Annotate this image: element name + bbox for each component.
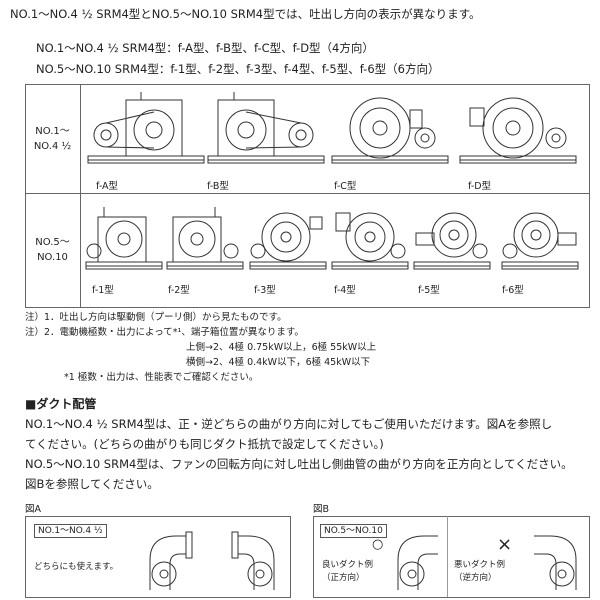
good-mark-icon: ○ <box>372 537 384 552</box>
type-label-fB: f-B型 <box>207 181 229 192</box>
row2-label-line2: NO.10 <box>37 252 68 263</box>
type-label-fC: f-C型 <box>334 181 357 192</box>
figA-caption: どちらにも使えます。 <box>34 562 119 572</box>
row2-label: NO.5〜 NO.10 <box>25 235 80 265</box>
duct-heading: ■ダクト配管 <box>25 397 97 411</box>
figB-good-label-sub: （正方向） <box>322 573 365 583</box>
duct-para-2: てください。(どちらの曲がりも同じダクト抵抗で設定してください。) <box>25 437 384 451</box>
row2-label-line1: NO.5〜 <box>35 237 70 248</box>
figB-good-duct-drawing <box>392 522 444 594</box>
fan-drawing-f3 <box>248 205 328 275</box>
fan-drawing-f6 <box>500 205 580 275</box>
fan-drawing-f4 <box>330 205 410 275</box>
row1-label-line1: NO.1〜 <box>35 126 70 137</box>
fan-drawing-fB <box>206 90 326 170</box>
fan-drawing-f2 <box>165 205 245 275</box>
figB-bad-duct-drawing <box>524 522 584 594</box>
figB-bad-label: 悪いダクト例 <box>454 560 506 570</box>
duct-para-1: NO.1〜NO.4 ½ SRM4型は、正・逆どちらの曲がり方向に対してもご使用い… <box>25 417 553 431</box>
note-2: 注）2．電動機極数・出力によって*¹、端子箱位置が異なります。 <box>25 327 304 338</box>
type-table <box>25 84 590 308</box>
fan-drawing-fA <box>86 90 206 170</box>
fan-drawing-fD <box>458 90 578 170</box>
fan-drawing-fC <box>330 90 450 170</box>
type-label-f1: f-1型 <box>92 285 114 296</box>
type-label-fA: f-A型 <box>96 181 119 192</box>
note-1: 注）1．吐出し方向は駆動側（プーリ側）から見たものです。 <box>25 312 287 323</box>
type-label-fD: f-D型 <box>468 181 492 192</box>
duct-para-4: 図Bを参照してください。 <box>25 477 159 491</box>
intro-line-2: NO.1〜NO.4 ½ SRM4型：f-A型、f-B型、f-C型、f-D型（4方… <box>36 41 374 55</box>
figA-duct-drawing <box>142 520 282 594</box>
figB-divider <box>447 516 448 597</box>
figB-tag: NO.5〜NO.10 <box>320 524 387 538</box>
figA-label: 図A <box>25 504 41 515</box>
type-label-f5: f-5型 <box>418 285 440 296</box>
figB-frame <box>313 516 590 598</box>
note-5: *1 極数・出力は、性能表でご確認ください。 <box>64 372 259 383</box>
intro-line-1: NO.1〜NO.4 ½ SRM4型とNO.5〜NO.10 SRM4型では、吐出し… <box>10 7 481 21</box>
row1-label: NO.1〜 NO.4 ½ <box>25 124 80 154</box>
type-label-f6: f-6型 <box>502 285 524 296</box>
table-divider-vertical <box>80 84 81 307</box>
type-label-f3: f-3型 <box>254 285 276 296</box>
figB-bad-label-sub: （逆方向） <box>454 573 497 583</box>
fan-drawing-f5 <box>412 205 492 275</box>
note-3: 上側→2、4極 0.75kW以上，6極 55kW以上 <box>186 342 377 353</box>
figA-frame <box>25 516 291 598</box>
bad-mark-icon: × <box>497 534 513 555</box>
type-label-f2: f-2型 <box>168 285 190 296</box>
fan-drawing-f1 <box>84 205 164 275</box>
note-4: 横側→2、4極 0.4kW以下，6極 45kW以下 <box>186 357 371 368</box>
type-label-f4: f-4型 <box>334 285 356 296</box>
figA-tag: NO.1〜NO.4 ½ <box>34 524 107 538</box>
intro-line-3: NO.5〜NO.10 SRM4型：f-1型、f-2型、f-3型、f-4型、f-5… <box>36 62 440 76</box>
table-divider-horizontal <box>25 193 589 194</box>
duct-para-3: NO.5〜NO.10 SRM4型は、ファンの回転方向に対し吐出し側曲管の曲がり方… <box>25 457 573 471</box>
figB-label: 図B <box>313 504 330 515</box>
row1-label-line2: NO.4 ½ <box>33 141 72 152</box>
figB-good-label: 良いダクト例 <box>322 560 374 570</box>
